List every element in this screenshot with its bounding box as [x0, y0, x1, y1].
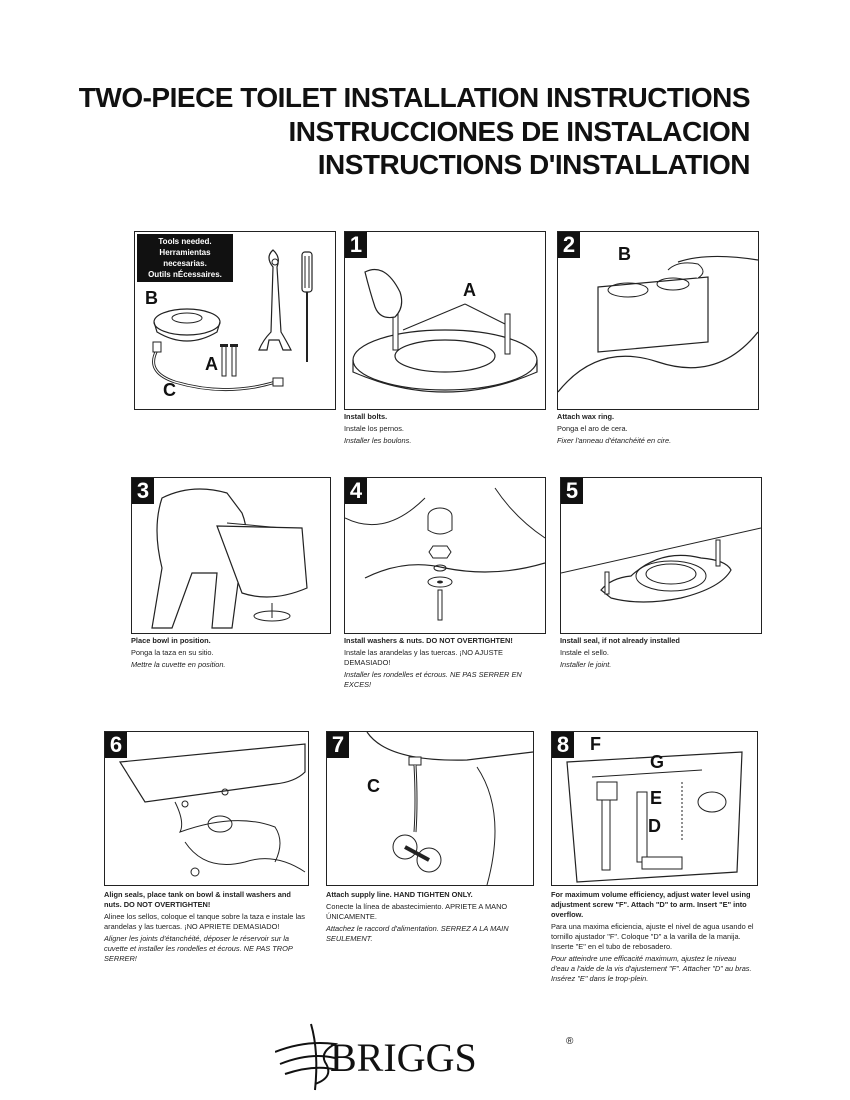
caption-en: Install bolts. — [344, 412, 388, 421]
caption-en: For maximum volume efficiency, adjust wa… — [551, 890, 751, 919]
caption-fr: Mettre la cuvette en position. — [131, 660, 226, 669]
caption-en: Attach supply line. HAND TIGHTEN ONLY. — [326, 890, 473, 899]
step-number: 3 — [132, 478, 154, 504]
step-5-illustration — [561, 527, 761, 603]
label-g: G — [650, 752, 665, 772]
caption-es: Instale los pernos. — [344, 424, 404, 433]
caption-en: Install seal, if not already installed — [560, 636, 680, 645]
label-b: B — [618, 244, 631, 264]
label-e: E — [650, 788, 663, 808]
caption-fr: Installer les boulons. — [344, 436, 412, 445]
step-3-illustration — [151, 488, 308, 629]
caption-es: Ponga el aro de cera. — [557, 424, 628, 433]
label-f: F — [590, 734, 601, 754]
brand-name: BRIGGS — [330, 1035, 477, 1080]
step-6-illustration — [118, 743, 306, 877]
step-2-illustration — [558, 255, 758, 393]
label-b: B — [145, 288, 158, 308]
caption-en: Attach wax ring. — [557, 412, 615, 421]
caption-es: Instale las arandelas y las tuercas. ¡NO… — [344, 648, 503, 667]
step-3-caption: Place bowl in position. Ponga la taza en… — [131, 636, 329, 670]
step-6-caption: Align seals, place tank on bowl & instal… — [104, 890, 307, 964]
step-7-illustration — [366, 732, 533, 885]
caption-es: Para una maxima eficiencia, ajuste el ni… — [551, 922, 754, 951]
caption-fr: Installer les rondelles et écrous. NE PA… — [344, 670, 522, 689]
step-1-illustration — [352, 268, 538, 393]
step-number: 5 — [561, 478, 583, 504]
tools-header-es: Herramientas necesarias. — [159, 248, 211, 268]
step-5-panel: 5 — [560, 477, 762, 634]
caption-fr: Installer le joint. — [560, 660, 612, 669]
tools-illustration — [152, 249, 313, 392]
caption-es: Instale el sello. — [560, 648, 609, 657]
step-number: 6 — [105, 732, 127, 758]
step-8-caption: For maximum volume efficiency, adjust wa… — [551, 890, 756, 984]
title-french: INSTRUCTIONS D'INSTALLATION — [317, 149, 751, 180]
caption-es: Conecte la línea de abastecimiento. APRI… — [326, 902, 508, 921]
step-2-caption: Attach wax ring. Ponga el aro de cera. F… — [557, 412, 757, 446]
briggs-logo-mark — [275, 1023, 339, 1091]
label-a: A — [463, 280, 476, 300]
step-1-panel: 1 A — [344, 231, 546, 410]
title-english: TWO-PIECE TOILET INSTALLATION INSTRUCTIO… — [78, 82, 751, 113]
caption-fr: Fixer l'anneau d'étanchéité en cire. — [557, 436, 672, 445]
tools-header: Tools needed. Herramientas necesarias. O… — [137, 234, 233, 282]
label-d: D — [648, 816, 661, 836]
step-number: 2 — [558, 232, 580, 258]
caption-fr: Attachez le raccord d'alimentation. SERR… — [326, 924, 509, 943]
step-number: 1 — [345, 232, 367, 258]
tools-panel: Tools needed. Herramientas necesarias. O… — [134, 231, 336, 410]
step-number: 4 — [345, 478, 367, 504]
step-7-panel: 7 C — [326, 731, 534, 886]
step-7-caption: Attach supply line. HAND TIGHTEN ONLY. C… — [326, 890, 532, 944]
tools-header-fr: Outils nÉcessaires. — [148, 270, 222, 279]
step-4-illustration — [345, 487, 545, 621]
caption-en: Align seals, place tank on bowl & instal… — [104, 890, 291, 909]
caption-es: Ponga la taza en su sitio. — [131, 648, 214, 657]
step-number: 7 — [327, 732, 349, 758]
step-8-panel: 8 F G E D — [551, 731, 758, 886]
step-3-panel: 3 — [131, 477, 331, 634]
label-a: A — [205, 354, 218, 374]
step-2-panel: 2 B — [557, 231, 759, 410]
registered-mark: ® — [566, 1036, 574, 1047]
label-c: C — [367, 776, 380, 796]
caption-en: Place bowl in position. — [131, 636, 211, 645]
label-c: C — [163, 380, 176, 400]
step-4-caption: Install washers & nuts. DO NOT OVERTIGHT… — [344, 636, 544, 690]
tools-header-en: Tools needed. — [158, 237, 212, 246]
caption-en: Install washers & nuts. DO NOT OVERTIGHT… — [344, 636, 513, 645]
step-number: 8 — [552, 732, 574, 758]
caption-es: Alinee los sellos, coloque el tanque sob… — [104, 912, 305, 931]
step-8-illustration — [566, 751, 743, 883]
step-4-panel: 4 — [344, 477, 546, 634]
step-6-panel: 6 — [104, 731, 309, 886]
step-1-caption: Install bolts. Instale los pernos. Insta… — [344, 412, 544, 446]
caption-fr: Aligner les joints d'étanchéité, déposer… — [104, 934, 293, 963]
step-5-caption: Install seal, if not already installed I… — [560, 636, 760, 670]
caption-fr: Pour atteindre une efficacité maximum, a… — [551, 954, 752, 983]
title-spanish: INSTRUCCIONES DE INSTALACION — [288, 116, 751, 147]
